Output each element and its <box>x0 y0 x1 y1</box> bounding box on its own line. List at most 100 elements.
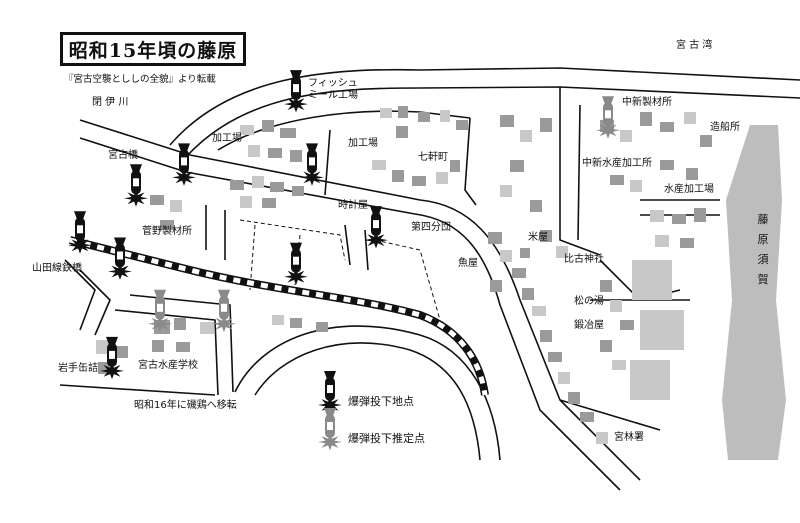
label-fish-shop: 魚屋 <box>458 258 478 269</box>
building <box>436 172 448 184</box>
bomb-confirmed-icon <box>68 211 92 254</box>
building <box>612 360 626 370</box>
building <box>522 288 534 300</box>
building <box>620 320 634 330</box>
dashed-paths <box>239 219 441 321</box>
bomb-estimated-icon <box>148 289 172 333</box>
label-watchmaker: 時計屋 <box>338 200 368 211</box>
building <box>200 322 214 334</box>
label-miyako-bay: 宮 古 湾 <box>676 40 713 51</box>
building <box>240 196 252 208</box>
fujiwara-beach-sand <box>722 125 786 460</box>
building-block <box>630 360 670 400</box>
building <box>532 306 546 316</box>
bomb-confirmed-icon <box>364 206 388 249</box>
bomb-confirmed-icon <box>284 70 308 113</box>
legend-estimated-label: 爆弾投下推定点 <box>348 432 425 445</box>
building <box>694 208 706 222</box>
building <box>170 200 182 212</box>
building <box>655 235 669 247</box>
label-marine-plant: 水産加工場 <box>664 184 714 195</box>
legend-confirmed-icon <box>318 371 342 414</box>
building <box>596 432 608 444</box>
label-iwate-post: 岩手缶詰 <box>58 363 98 374</box>
label-miyako-bridge: 宮古橋 <box>108 150 138 161</box>
building <box>372 160 386 170</box>
building <box>660 122 674 132</box>
building <box>686 168 698 180</box>
building <box>610 300 622 312</box>
building <box>490 280 502 292</box>
building <box>152 340 164 352</box>
building <box>292 186 304 196</box>
building <box>672 214 686 224</box>
label-processing-plant-1: 加工場 <box>212 133 242 144</box>
label-hiko-shrine: 比古神社 <box>564 254 604 265</box>
label-fish-meal-factory: フィッシュ ミール工場 <box>308 78 358 101</box>
building <box>262 198 276 208</box>
label-processing-plant-2: 加工場 <box>348 138 378 149</box>
building <box>500 185 512 197</box>
building <box>450 160 460 172</box>
label-fisheries-school: 宮古水産学校 <box>138 360 198 371</box>
label-sugano-lumber: 菅野製材所 <box>142 226 192 237</box>
label-rice-shop: 米屋 <box>528 232 548 243</box>
railway <box>69 236 489 396</box>
bomb-confirmed-icon <box>300 143 324 186</box>
building <box>248 145 260 157</box>
label-chushin-marine: 中新水産加工所 <box>582 158 652 169</box>
label-shichikencho: 七軒町 <box>418 152 448 163</box>
legend <box>318 371 342 451</box>
label-moved-note: 昭和16年に磯鶏へ移転 <box>134 400 237 411</box>
building <box>96 340 110 354</box>
building <box>684 112 696 124</box>
building <box>558 372 570 384</box>
building <box>630 180 642 192</box>
bomb-confirmed-icon <box>172 143 196 186</box>
bomb-estimated-icon <box>596 96 620 139</box>
building <box>176 342 190 352</box>
label-fourth-squad: 第四分団 <box>411 222 451 233</box>
building <box>456 120 468 130</box>
building <box>500 115 514 127</box>
label-police: 宮林署 <box>614 432 644 443</box>
source-note: 『宮古空襲とししの全貌』より転載 <box>64 74 216 85</box>
building <box>520 130 532 142</box>
building <box>556 246 568 258</box>
bomb-markers <box>68 70 620 380</box>
building <box>520 248 530 258</box>
building-block <box>640 310 684 350</box>
building <box>268 148 282 158</box>
roads <box>59 67 800 491</box>
building <box>650 210 664 222</box>
building <box>412 176 426 186</box>
building <box>600 280 612 292</box>
building <box>660 160 674 170</box>
label-matsu-bath: 松の湯 <box>574 296 604 307</box>
building <box>230 180 244 190</box>
label-yamada-bridge: 山田線鉄橋 <box>32 263 82 274</box>
legend-confirmed-label: 爆弾投下地点 <box>348 395 414 408</box>
building <box>548 352 562 362</box>
building <box>262 120 274 132</box>
building <box>488 232 502 244</box>
label-hei-river: 閉 伊 川 <box>92 97 129 108</box>
building <box>540 230 552 242</box>
building <box>396 126 408 138</box>
building <box>270 182 284 192</box>
building <box>540 330 552 342</box>
bomb-confirmed-icon <box>108 237 132 280</box>
building <box>160 220 174 230</box>
building <box>610 175 624 185</box>
building <box>600 340 612 352</box>
building <box>252 176 264 188</box>
building <box>620 130 632 142</box>
bomb-confirmed-icon <box>124 164 148 207</box>
bomb-confirmed-icon <box>284 242 308 286</box>
label-fujiwara-beach: 藤原須賀 <box>757 213 769 286</box>
label-blacksmith: 鍛冶屋 <box>574 320 604 331</box>
building <box>580 412 594 422</box>
building <box>174 318 186 330</box>
building <box>640 112 652 126</box>
